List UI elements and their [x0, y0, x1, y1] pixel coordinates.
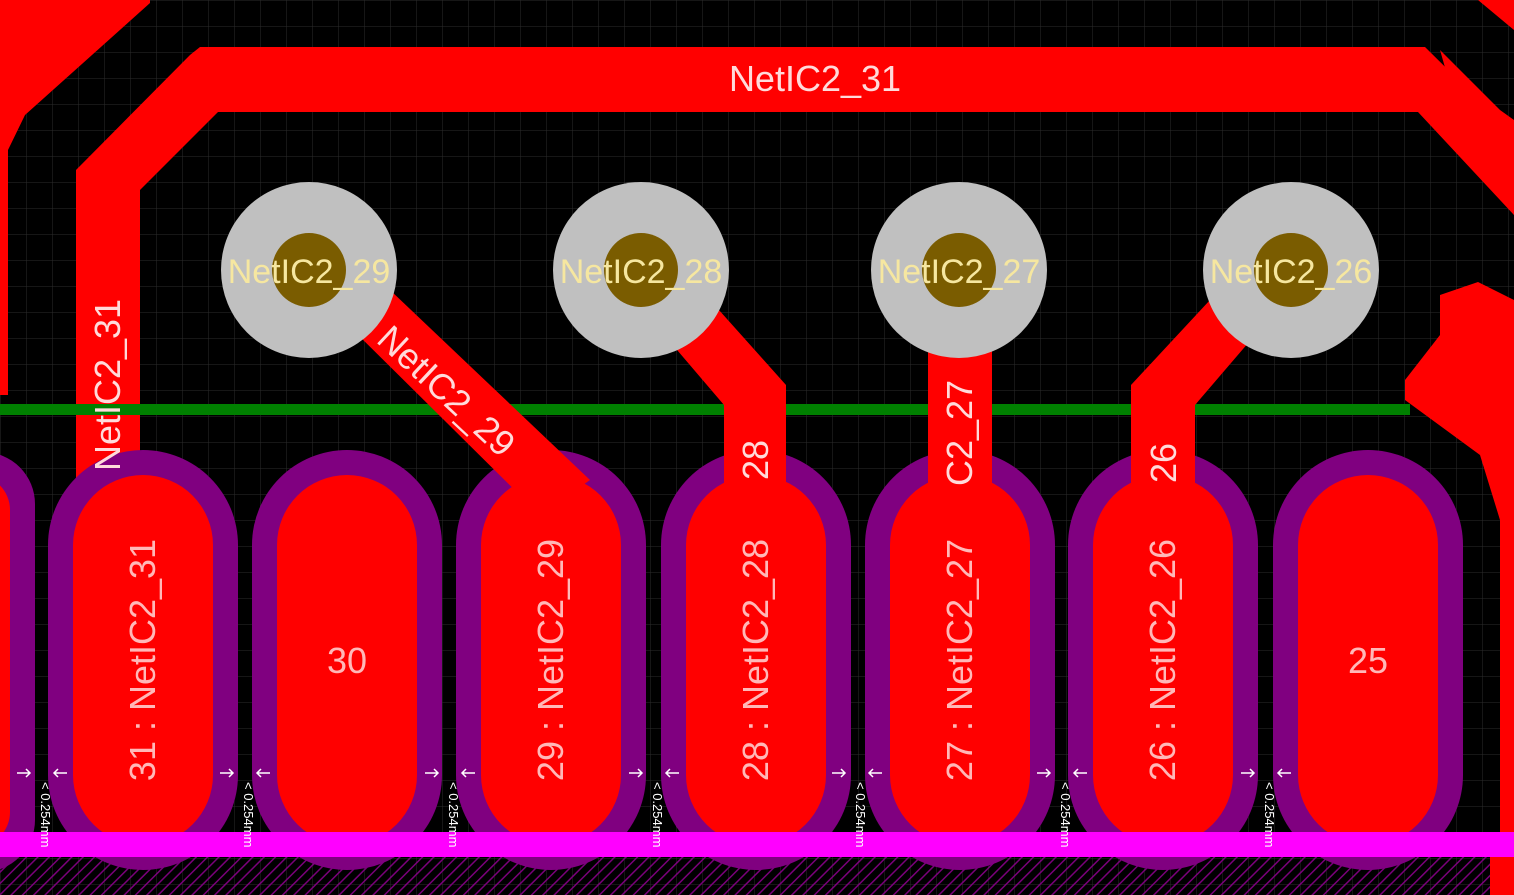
clearance-label: < 0.254mm: [38, 782, 53, 847]
trace-label-stub-26: 26: [1143, 443, 1184, 483]
via-hole: [922, 233, 996, 307]
pad[interactable]: [1093, 475, 1233, 845]
clearance-arrow: [1276, 768, 1291, 778]
pad-label: 27 : NetIC2_27: [939, 539, 980, 781]
pad-partial[interactable]: [0, 475, 10, 847]
pad[interactable]: [890, 475, 1030, 845]
via-hole: [604, 233, 678, 307]
pad[interactable]: [73, 475, 213, 845]
pad-label: 31 : NetIC2_31: [122, 539, 163, 781]
pad-label: 30: [327, 640, 367, 681]
clearance-label: < 0.254mm: [853, 782, 868, 847]
trace-netic2-26[interactable]: [1131, 300, 1255, 485]
clearance-arrow: [832, 768, 847, 778]
via-hole: [272, 233, 346, 307]
keepout-line: [0, 832, 1514, 857]
clearance-arrow: [17, 768, 32, 778]
clearance-arrow: [1072, 768, 1087, 778]
clearance-label: < 0.254mm: [241, 782, 256, 847]
via-label: NetIC2_29: [228, 253, 391, 291]
clearance-label: < 0.254mm: [446, 782, 461, 847]
clearance-label: < 0.254mm: [650, 782, 665, 847]
clearance-arrow: [460, 768, 475, 778]
trace-label-stub-28: 28: [735, 440, 776, 480]
trace-label-top: NetIC2_31: [729, 58, 901, 99]
clearance-arrow: [425, 768, 440, 778]
clearance-label: < 0.254mm: [1262, 782, 1277, 847]
clearance-label: < 0.254mm: [1058, 782, 1073, 847]
clearance-arrow: [1241, 768, 1256, 778]
clearance-arrow: [664, 768, 679, 778]
trace-label-vertical-31: NetIC2_31: [87, 299, 128, 471]
copper-pour-left: [0, 0, 150, 395]
pad-label: 26 : NetIC2_26: [1142, 539, 1183, 781]
trace-label-stub-27: C2_27: [939, 380, 980, 486]
trace-netic2-29[interactable]: [345, 290, 590, 515]
clearance-arrow: [220, 768, 235, 778]
via-label: NetIC2_26: [1210, 253, 1373, 291]
trace-netic2-28[interactable]: [660, 300, 786, 485]
board-edge-line: [0, 404, 1410, 415]
via-hole: [1254, 233, 1328, 307]
pad-label: 28 : NetIC2_28: [735, 539, 776, 781]
pad-label: 29 : NetIC2_29: [530, 539, 571, 781]
clearance-arrow: [1037, 768, 1052, 778]
via-label: NetIC2_27: [878, 253, 1041, 291]
via-label: NetIC2_28: [560, 253, 723, 291]
pad[interactable]: [481, 475, 621, 845]
clearance-arrow: [629, 768, 644, 778]
clearance-arrow: [52, 768, 67, 778]
clearance-arrow: [867, 768, 882, 778]
pad[interactable]: [686, 475, 826, 845]
clearance-arrow: [255, 768, 270, 778]
pad[interactable]: [277, 475, 417, 845]
pad-label: 25: [1348, 640, 1388, 681]
copper-pour-right: [1470, 0, 1514, 30]
pad[interactable]: [1298, 475, 1438, 845]
copper-pour-right-lower: [1405, 282, 1514, 895]
trace-netic2-31-top[interactable]: [76, 47, 1514, 500]
